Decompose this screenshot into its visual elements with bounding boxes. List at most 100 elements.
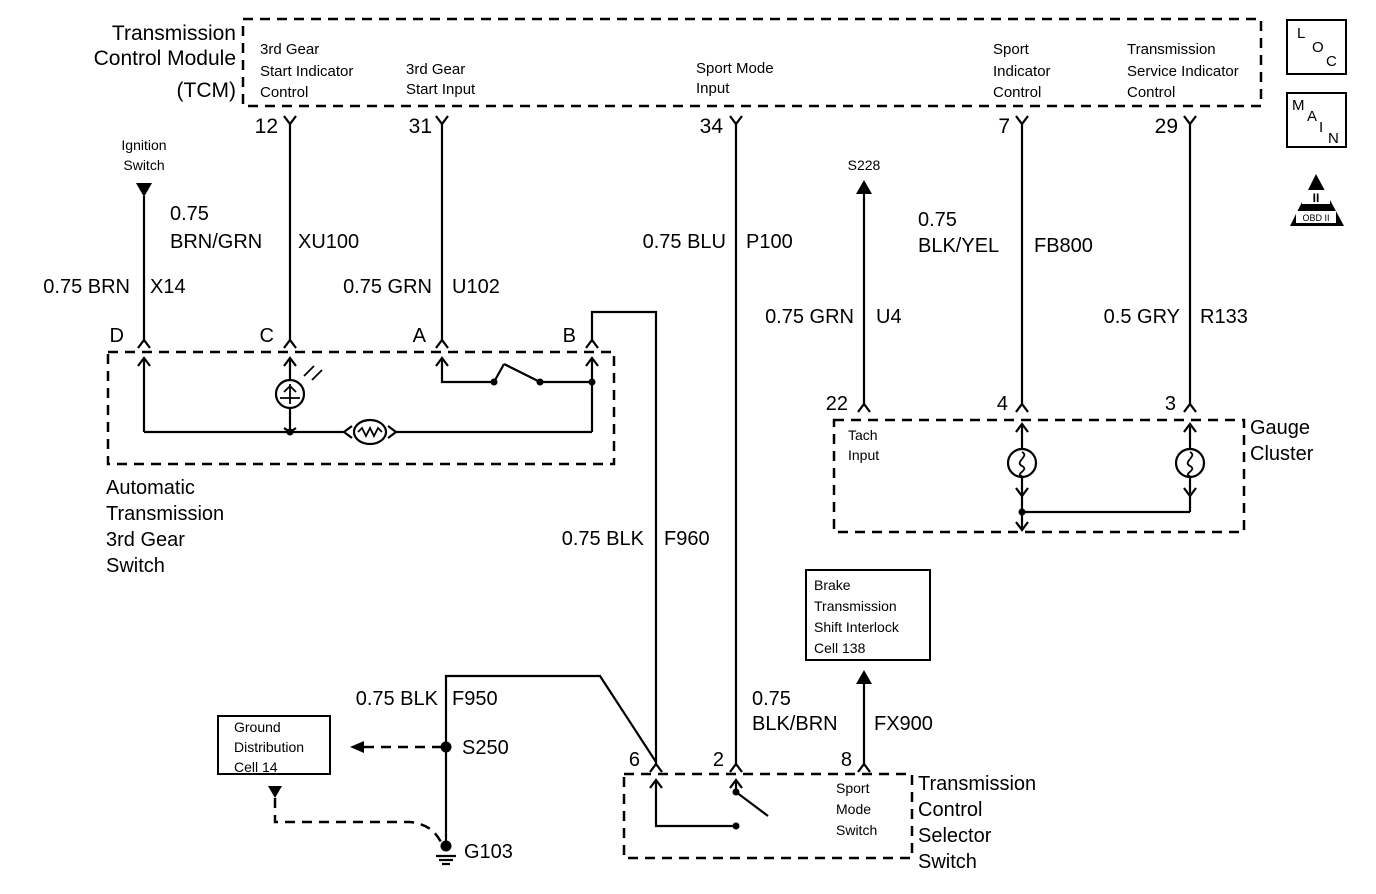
tcm-pin12-label-line3: Control: [260, 84, 308, 101]
wire-xu100-gauge-line2: BRN/GRN: [170, 231, 262, 253]
ground-box-line3: Cell 14: [234, 759, 278, 775]
tcm-pin31-connector: [435, 115, 449, 126]
wire-f950-gauge: 0.75 BLK: [356, 688, 439, 710]
wire-f960-circuit: F960: [664, 528, 710, 550]
brake-box-line1: Brake: [814, 577, 851, 593]
s250-arrow-icon: [350, 741, 364, 753]
selector-switch-box: [622, 772, 914, 860]
s228-arrow-icon: [856, 180, 872, 194]
wire-fb800-gauge-line2: BLK/YEL: [918, 235, 999, 257]
brake-box-line4: Cell 138: [814, 640, 866, 656]
wire-x14-circuit: X14: [150, 276, 186, 298]
tcm-pin31-label-line2: Start Input: [406, 81, 476, 98]
sport-mode-switch-line3: Switch: [836, 822, 877, 838]
selector-pin-2: 2: [713, 749, 724, 771]
ignition-switch-line1: Ignition: [121, 137, 166, 153]
wire-u102-circuit: U102: [452, 276, 500, 298]
gauge-pin-3: 3: [1165, 393, 1176, 415]
wire-fb800-circuit: FB800: [1034, 235, 1093, 257]
wire-u102: 0.75 GRN U102: [343, 124, 500, 340]
wire-u4-circuit: U4: [876, 306, 902, 328]
selector-switch-name-line2: Control: [918, 799, 982, 821]
brake-shift-interlock-box: Brake Transmission Shift Interlock Cell …: [805, 569, 931, 661]
obd-ii-icon: II OBD II: [1290, 174, 1344, 226]
selector-switch-name-line4: Switch: [918, 851, 977, 873]
tcm-pin-number-29: 29: [1155, 115, 1178, 138]
tcm-pin-number-34: 34: [700, 115, 724, 138]
wire-fb800-gauge-line1: 0.75: [918, 209, 957, 231]
wire-r133-circuit: R133: [1200, 306, 1248, 328]
tcm-pin12-connector: [283, 115, 297, 126]
splice-s250-label: S250: [462, 737, 509, 759]
brake-box-line3: Shift Interlock: [814, 619, 900, 635]
wire-fx900-gauge-line1: 0.75: [752, 688, 791, 710]
tcm-pin31-label-line1: 3rd Gear: [406, 61, 465, 78]
svg-text:C: C: [1326, 53, 1337, 70]
gauge-pin-4: 4: [997, 393, 1008, 415]
third-gear-switch: D C A B Automat: [106, 325, 616, 577]
main-icon: M A I N: [1286, 92, 1347, 148]
tcm-module: Transmission Control Module (TCM) 3rd Ge…: [94, 17, 1263, 138]
ground-box-line2: Distribution: [234, 739, 304, 755]
tcm-pin-number-31: 31: [409, 115, 432, 138]
wire-u4: S228 0.75 GRN U4: [765, 157, 902, 404]
tach-input-line2: Input: [848, 447, 879, 463]
selector-pin-6: 6: [629, 749, 640, 771]
connector-b-label: B: [563, 325, 576, 347]
connector-d-label: D: [110, 325, 124, 347]
tcm-box: [241, 17, 1263, 108]
wire-p100-gauge: 0.75 BLU: [643, 231, 726, 253]
gauge-cluster-name-line1: Gauge: [1250, 417, 1310, 439]
fx900-arrow-icon: [856, 670, 872, 684]
tach-input-line1: Tach: [848, 427, 878, 443]
third-gear-switch-box: [106, 350, 616, 466]
tcm-pin34-label-line2: Input: [696, 80, 730, 97]
ground-arrow-icon: [268, 786, 282, 798]
wire-fb800: 0.75 BLK/YEL FB800: [918, 124, 1093, 404]
gauge-cluster-name-line2: Cluster: [1250, 443, 1314, 465]
svg-text:OBD II: OBD II: [1302, 213, 1329, 223]
svg-text:L: L: [1297, 25, 1305, 42]
switch-contact-icon: [493, 363, 505, 383]
tcm-pin12-label-line1: 3rd Gear: [260, 41, 319, 58]
tcm-pin29-label-line3: Control: [1127, 84, 1175, 101]
svg-text:M: M: [1292, 97, 1305, 114]
sport-switch-contact-icon: [735, 791, 769, 817]
tcm-pin7-label-line2: Indicator: [993, 63, 1051, 80]
tcm-pin12-label-line2: Start Indicator: [260, 63, 353, 80]
tcm-pin-number-7: 7: [998, 115, 1010, 138]
transmission-control-selector-switch: 6 2 8 Sport Mode Switch Transmission Con…: [622, 749, 1036, 873]
wire-u4-gauge: 0.75 GRN: [765, 306, 854, 328]
sport-mode-switch-line1: Sport: [836, 780, 870, 796]
sport-mode-switch-line2: Mode: [836, 801, 871, 817]
wire-x14-gauge: 0.75 BRN: [43, 276, 130, 298]
svg-text:I: I: [1319, 119, 1323, 136]
svg-text:A: A: [1307, 108, 1317, 125]
tcm-pin7-label-line3: Control: [993, 84, 1041, 101]
resistor-icon: [352, 418, 388, 446]
gauge-pin-22: 22: [826, 393, 848, 415]
wire-fx900: 0.75 BLK/BRN FX900: [752, 670, 933, 764]
tcm-pin7-connector: [1015, 115, 1029, 126]
ignition-arrow-icon: [136, 183, 152, 197]
wire-xu100-gauge-line1: 0.75: [170, 203, 209, 225]
gauge-cluster-box: [832, 418, 1246, 534]
wire-xu100: 0.75 BRN/GRN XU100: [170, 124, 359, 340]
third-gear-switch-name-line1: Automatic: [106, 477, 195, 499]
wire-r133: 0.5 GRY R133: [1104, 124, 1248, 404]
wire-f960-gauge: 0.75 BLK: [562, 528, 645, 550]
splice-s228-label: S228: [848, 157, 881, 173]
splice-s250: S250: [350, 737, 509, 759]
tcm-pin34-connector: [729, 115, 743, 126]
tcm-pin7-label-line1: Sport: [993, 41, 1030, 58]
connector-a-label: A: [413, 325, 427, 347]
tcm-pin29-label-line1: Transmission: [1127, 41, 1216, 58]
tcm-pin34-label-line1: Sport Mode: [696, 60, 774, 77]
wire-f950: 0.75 BLK F950: [356, 674, 657, 846]
ignition-switch: Ignition Switch: [121, 137, 167, 197]
ground-distribution-box: Ground Distribution Cell 14: [217, 715, 331, 775]
wire-p100: 0.75 BLU P100: [643, 124, 793, 764]
tcm-pin-number-12: 12: [255, 115, 278, 138]
third-gear-switch-name-line2: Transmission: [106, 503, 224, 525]
